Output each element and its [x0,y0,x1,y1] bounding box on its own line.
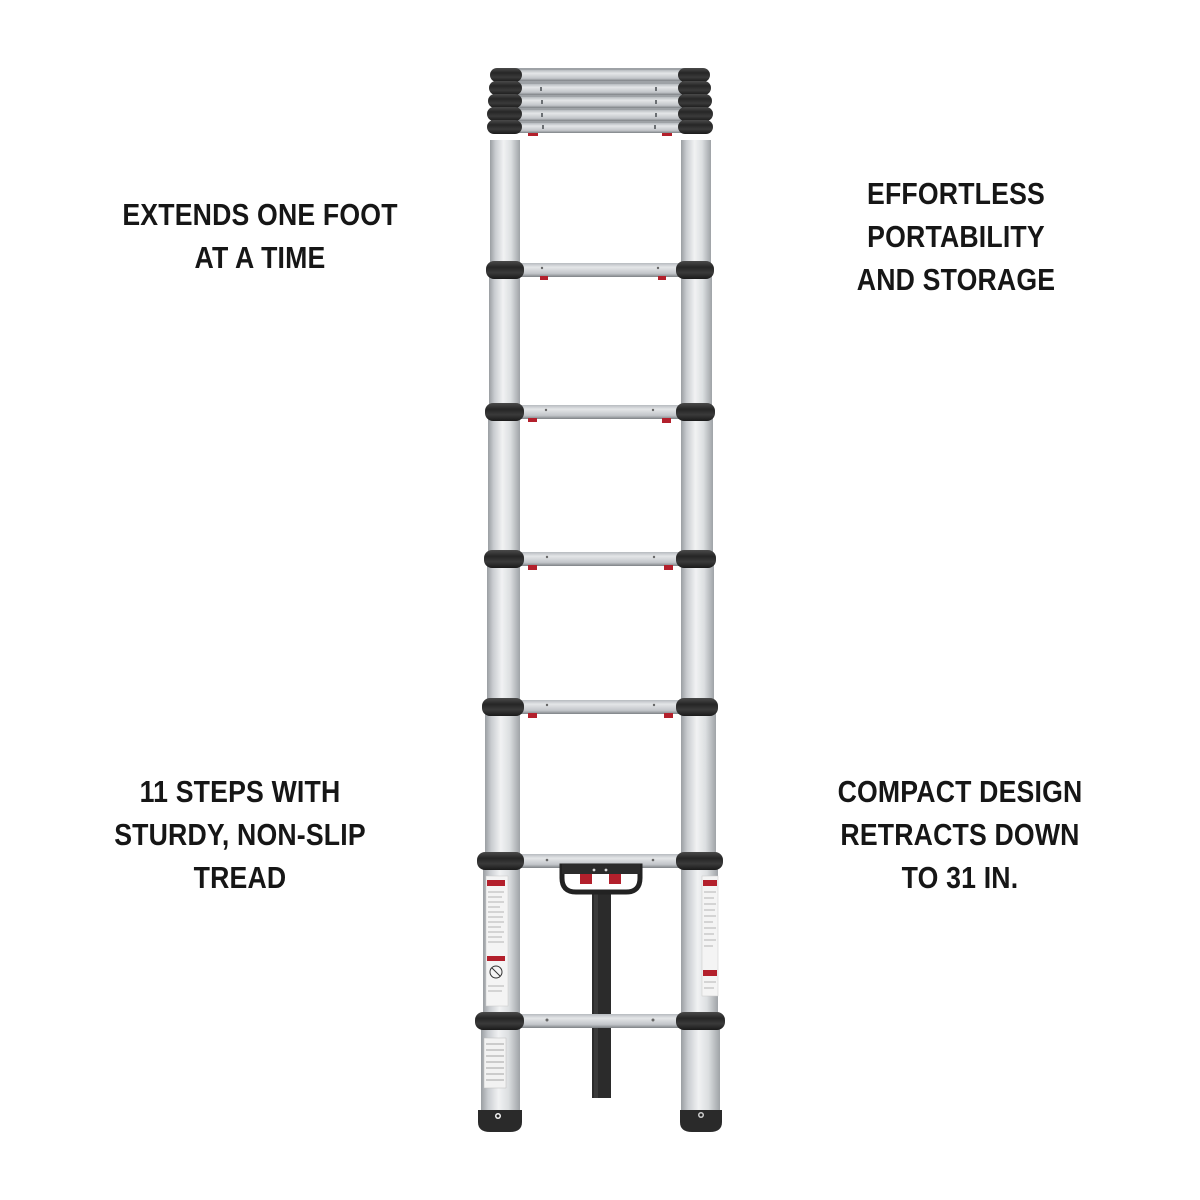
right-pole [681,140,720,1112]
caption-line: 11 STEPS WITH [139,774,341,809]
rung-1 [486,261,714,280]
caption-line: AND STORAGE [856,262,1056,297]
rung-6 [475,1012,725,1030]
caption-line: STURDY, NON-SLIP [114,817,366,852]
feature-caption-compact: COMPACT DESIGN RETRACTS DOWN TO 31 IN. [771,770,1149,899]
foot-cap-left [478,1110,522,1132]
caption-line: RETRACTS DOWN [840,817,1080,852]
caption-line: EXTENDS ONE FOOT [122,197,398,232]
rung-2 [485,403,715,423]
warning-label-right [701,875,719,997]
rung-3 [484,550,716,570]
feature-caption-extends: EXTENDS ONE FOOT AT A TIME [71,193,449,279]
caption-line: TO 31 IN. [901,860,1019,895]
info-label-bottom-left [483,1037,507,1089]
warning-label-left [485,875,509,1007]
rung-4 [482,698,718,718]
foot-cap-right [680,1110,722,1132]
caption-line: EFFORTLESS [867,176,1045,211]
caption-line: COMPACT DESIGN [837,774,1083,809]
carry-strap [592,890,611,1098]
caption-line: PORTABILITY [867,219,1045,254]
collapsed-rung-stack [487,68,713,136]
feature-caption-portability: EFFORTLESS PORTABILITY AND STORAGE [767,172,1145,301]
feature-caption-steps: 11 STEPS WITH STURDY, NON-SLIP TREAD [42,770,438,899]
caption-line: TREAD [193,860,287,895]
caption-line: AT A TIME [194,240,326,275]
release-latch-handle [559,863,643,895]
